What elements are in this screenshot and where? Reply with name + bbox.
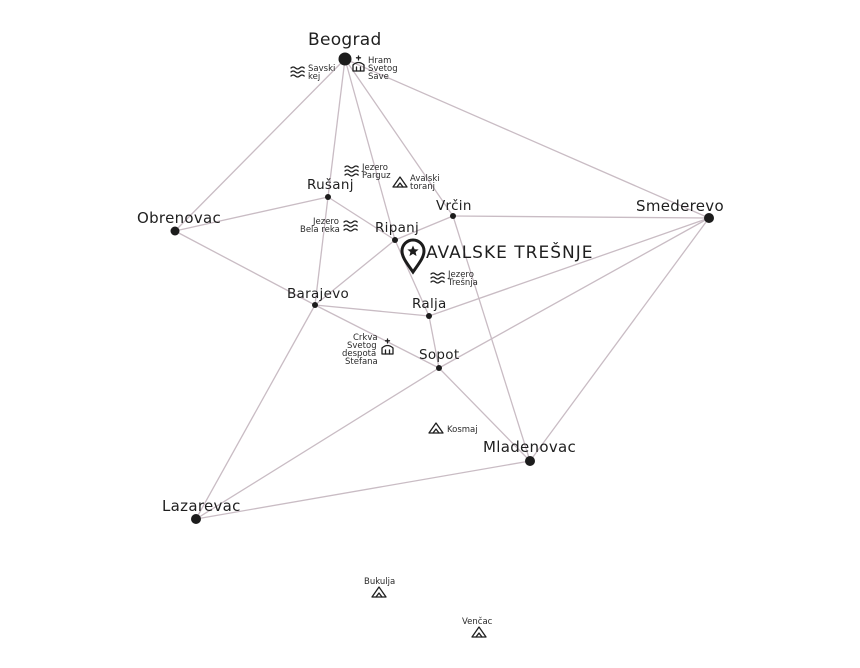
avalski-line-2: toranj bbox=[410, 182, 435, 192]
destination-marker[interactable]: AVALSKE TREŠNJE bbox=[400, 238, 593, 275]
road-barajevo-lazarevac bbox=[195, 304, 316, 520]
hram-line-2: Svetog bbox=[368, 64, 398, 74]
road-obrenovac-barajevo bbox=[174, 230, 316, 306]
landmark-jezero-parguz[interactable]: Jezero Parguz bbox=[344, 163, 391, 181]
landmark-avalski-toranj[interactable]: Avalski toranj bbox=[392, 174, 440, 192]
label-barajevo: Barajevo bbox=[287, 286, 349, 302]
road-sopot-mladenovac bbox=[438, 367, 531, 462]
savski-kej-line-2: kej bbox=[308, 72, 320, 82]
road-beograd-ripanj bbox=[344, 58, 396, 241]
node-obrenovac[interactable] bbox=[170, 226, 180, 236]
mountain-icon bbox=[392, 176, 408, 188]
landmark-crkva-despota-stefana[interactable]: Crkva Svetog despota Stefana bbox=[342, 333, 394, 367]
hram-line-1: Hram bbox=[368, 56, 391, 66]
node-ralja[interactable] bbox=[426, 313, 432, 319]
node-rusanj[interactable] bbox=[325, 194, 331, 200]
label-vrcin: Vrčin bbox=[436, 198, 472, 214]
landmark-hram-svetog-save[interactable]: Hram Svetog Save bbox=[352, 55, 398, 82]
kosmaj-label: Kosmaj bbox=[447, 425, 478, 435]
label-ralja: Ralja bbox=[412, 296, 447, 312]
landmark-kosmaj[interactable]: Kosmaj bbox=[428, 422, 478, 435]
city-labels: Beograd Obrenovac Smederevo Lazarevac Ml… bbox=[137, 30, 724, 515]
road-sopot-smederevo bbox=[438, 217, 710, 369]
road-ripanj-barajevo bbox=[314, 239, 396, 306]
mountain-icon bbox=[471, 626, 487, 638]
road-beograd-smederevo bbox=[344, 58, 710, 219]
landmark-jezero-bela-reka[interactable]: Jezero Bela reka bbox=[300, 217, 358, 235]
crkva-line-4: Stefana bbox=[345, 357, 378, 367]
label-mladenovac: Mladenovac bbox=[483, 438, 576, 456]
road-beograd-vrcin bbox=[344, 58, 454, 217]
road-smederevo-mladenovac bbox=[529, 217, 710, 462]
landmark-jezero-tresnja[interactable]: Jezero Trešnja bbox=[430, 270, 478, 288]
label-rusanj: Rušanj bbox=[307, 177, 354, 193]
parguz-line-1: Jezero bbox=[361, 163, 388, 173]
label-sopot: Sopot bbox=[419, 347, 459, 363]
road-obrenovac-rusanj bbox=[174, 196, 329, 232]
node-beograd[interactable] bbox=[338, 52, 352, 66]
bukulja-label: Bukulja bbox=[364, 577, 395, 587]
crkva-line-1: Crkva bbox=[353, 333, 378, 343]
label-lazarevac: Lazarevac bbox=[162, 497, 241, 515]
crkva-line-2: Svetog bbox=[347, 341, 377, 351]
road-rusanj-barajevo bbox=[314, 196, 329, 306]
road-rusanj-ripanj bbox=[327, 196, 396, 241]
node-lazarevac[interactable] bbox=[191, 514, 201, 524]
tresnja-line-2: Trešnja bbox=[447, 277, 478, 288]
road-beograd-obrenovac bbox=[174, 58, 346, 232]
label-ripanj: Ripanj bbox=[375, 220, 419, 236]
church-icon bbox=[352, 55, 365, 72]
road-barajevo-sopot bbox=[314, 304, 440, 369]
bela-reka-line-1: Jezero bbox=[312, 217, 339, 227]
bela-reka-line-2: Bela reka bbox=[300, 225, 340, 235]
hram-line-3: Save bbox=[368, 72, 389, 82]
road-ralja-sopot bbox=[428, 315, 440, 369]
node-sopot[interactable] bbox=[436, 365, 442, 371]
city-nodes bbox=[170, 52, 714, 524]
label-obrenovac: Obrenovac bbox=[137, 209, 221, 227]
water-waves-icon bbox=[344, 165, 359, 177]
road-vrcin-smederevo bbox=[452, 215, 710, 219]
landmark-savski-kej[interactable]: Savski kej bbox=[290, 64, 335, 82]
tresnja-line-1: Jezero bbox=[447, 270, 474, 280]
mountain-icon bbox=[428, 422, 444, 434]
node-vrcin[interactable] bbox=[450, 213, 456, 219]
node-ripanj[interactable] bbox=[392, 237, 398, 243]
landmark-vencac[interactable]: Venčac bbox=[462, 616, 493, 638]
mountain-icon bbox=[371, 586, 387, 598]
avalski-line-1: Avalski bbox=[410, 174, 440, 184]
node-mladenovac[interactable] bbox=[525, 456, 535, 466]
road-barajevo-ralja bbox=[314, 304, 430, 317]
road-beograd-rusanj bbox=[327, 58, 346, 198]
landmarks: Hram Svetog Save Savski kej Jezero Pargu… bbox=[290, 55, 493, 638]
node-smederevo[interactable] bbox=[704, 213, 714, 223]
savski-kej-line-1: Savski bbox=[308, 64, 335, 74]
road-ralja-smederevo bbox=[428, 217, 710, 317]
vencac-label: Venčac bbox=[462, 616, 493, 627]
destination-label: AVALSKE TREŠNJE bbox=[426, 241, 593, 263]
road-lazarevac-mladenovac bbox=[195, 460, 531, 520]
landmark-bukulja[interactable]: Bukulja bbox=[364, 577, 395, 598]
water-waves-icon bbox=[290, 66, 305, 78]
road-sopot-lazarevac bbox=[195, 367, 440, 520]
road-network bbox=[174, 58, 710, 520]
water-waves-icon bbox=[430, 272, 445, 284]
road-ripanj-vrcin bbox=[394, 215, 454, 241]
node-barajevo[interactable] bbox=[312, 302, 318, 308]
parguz-line-2: Parguz bbox=[362, 171, 391, 181]
water-waves-icon bbox=[343, 220, 358, 232]
label-smederevo: Smederevo bbox=[636, 197, 724, 215]
label-beograd: Beograd bbox=[308, 30, 382, 50]
crkva-line-3: despota bbox=[342, 349, 376, 359]
church-icon bbox=[381, 338, 394, 355]
map-pin-star-icon bbox=[400, 238, 426, 275]
